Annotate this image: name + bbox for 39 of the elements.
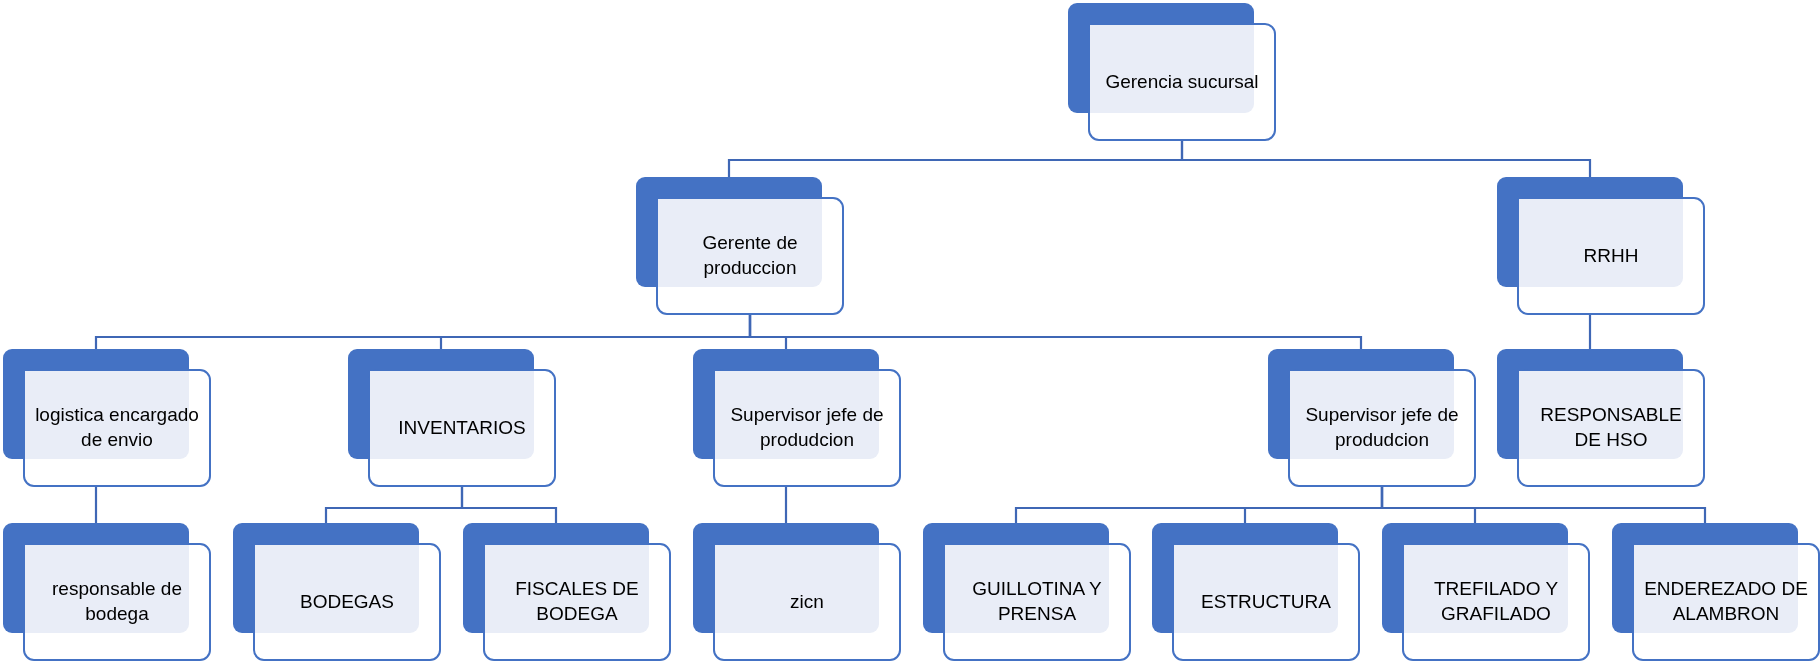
box-text: RESPONSABLE DE HSO [1539, 403, 1683, 452]
box-text: Supervisor jefe de produdcion [729, 403, 885, 452]
box-text: INVENTARIOS [398, 415, 526, 440]
box-text: Gerencia sucursal [1105, 69, 1259, 94]
box-text: RRHH [1583, 243, 1639, 268]
connector-line [784, 487, 788, 523]
box-text: GUILLOTINA Y PRENSA [971, 577, 1103, 626]
box-text: responsable de bodega [51, 577, 183, 626]
box-text: BODEGAS [300, 589, 394, 614]
org-box [1152, 523, 1360, 661]
box-text: TREFILADO Y GRAFILADO [1432, 577, 1560, 626]
connector-line [94, 487, 98, 523]
box-text: ESTRUCTURA [1201, 589, 1331, 614]
org-box [693, 523, 901, 661]
org-box [3, 523, 211, 661]
org-box [1068, 3, 1276, 141]
org-box [1612, 523, 1820, 661]
org-box [1268, 349, 1476, 487]
org-box [463, 523, 671, 661]
org-box [348, 349, 556, 487]
box-text: Gerente de produccion [701, 231, 799, 280]
org-box [1382, 523, 1590, 661]
connector-line [1180, 141, 1592, 177]
connector-line [1380, 487, 1707, 523]
org-box [1497, 349, 1705, 487]
connector-line [460, 487, 558, 523]
org-box [1497, 177, 1705, 315]
box-text: Supervisor jefe de produdcion [1304, 403, 1460, 452]
connector-line [1588, 315, 1592, 349]
connector-line [748, 315, 1363, 349]
box-text: zicn [790, 589, 824, 614]
org-box [3, 349, 211, 487]
box-text: logistica encargado de envio [34, 403, 200, 452]
org-box [233, 523, 441, 661]
box-text: FISCALES DE BODEGA [514, 577, 640, 626]
org-box [693, 349, 901, 487]
org-box [636, 177, 844, 315]
box-text: ENDEREZADO DE ALAMBRON [1643, 577, 1809, 626]
org-box [923, 523, 1131, 661]
